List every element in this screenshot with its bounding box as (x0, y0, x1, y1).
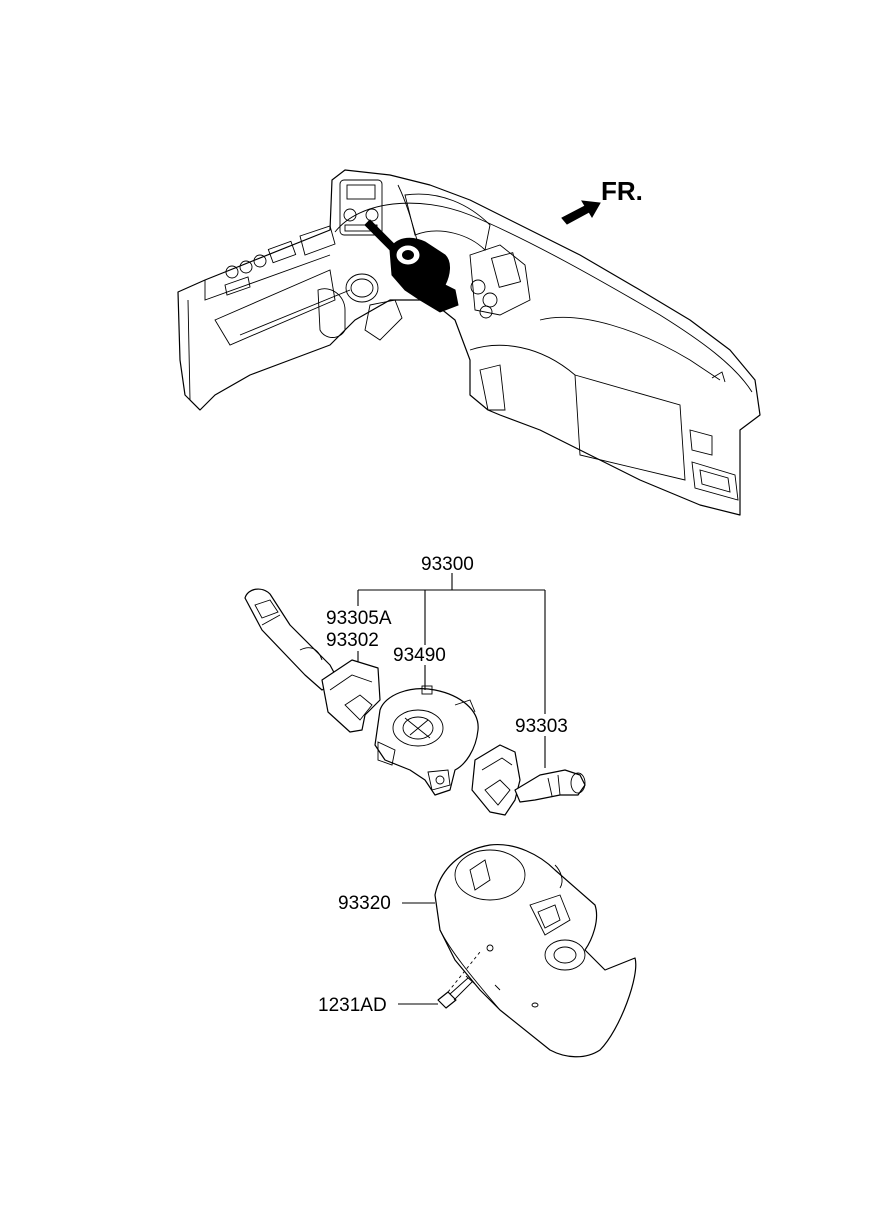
combination-switch-illustration (244, 588, 586, 816)
part-label-shroud: 93320 (338, 893, 391, 914)
part-label-sub-b: 93302 (326, 630, 379, 651)
direction-label: FR. (601, 176, 643, 206)
highlighted-switch-icon (364, 219, 459, 313)
part-label-assembly: 93300 (421, 554, 474, 575)
part-labels: 93300 93305A 93302 93490 93303 93320 123… (318, 554, 568, 1016)
part-label-sub-a: 93305A (326, 608, 392, 629)
dashboard-illustration (177, 169, 761, 516)
part-label-screw: 1231AD (318, 995, 387, 1016)
front-direction-indicator: FR. (561, 176, 643, 225)
column-shroud-illustration (434, 843, 637, 1058)
leader-lines (357, 573, 546, 1005)
screw-icon (437, 975, 476, 1009)
arrow-forward-icon (561, 200, 601, 225)
part-label-clock-spring: 93490 (393, 645, 446, 666)
part-label-right-switch: 93303 (515, 716, 568, 737)
